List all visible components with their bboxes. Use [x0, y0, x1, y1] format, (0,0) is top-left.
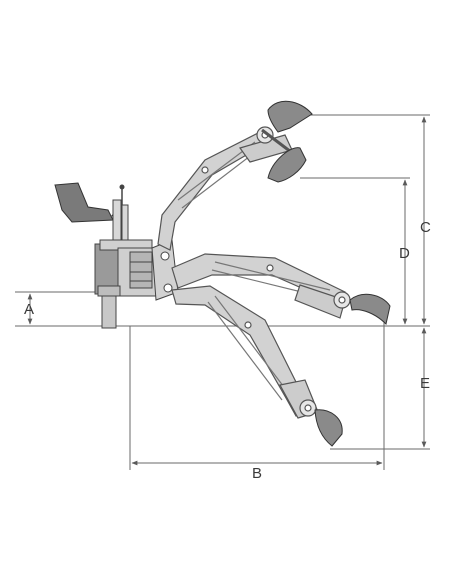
dimension-lines — [15, 114, 430, 470]
operator-seat — [54, 182, 123, 223]
dimension-label-e: E — [420, 375, 431, 392]
dimension-label-b: B — [252, 465, 263, 482]
swing-post — [151, 239, 179, 301]
bucket-extended — [349, 293, 391, 325]
arm-extended — [171, 253, 351, 319]
bucket-lowered — [314, 409, 343, 447]
bucket-raised-upper — [267, 100, 313, 133]
arm-lowered — [171, 285, 319, 419]
dimension-label-d: D — [399, 245, 410, 262]
arm-raised — [157, 126, 296, 251]
mounting-frame — [94, 239, 159, 329]
bucket-raised-lower — [267, 147, 307, 183]
dimension-label-a: A — [24, 301, 35, 318]
dimension-label-c: C — [420, 219, 431, 236]
